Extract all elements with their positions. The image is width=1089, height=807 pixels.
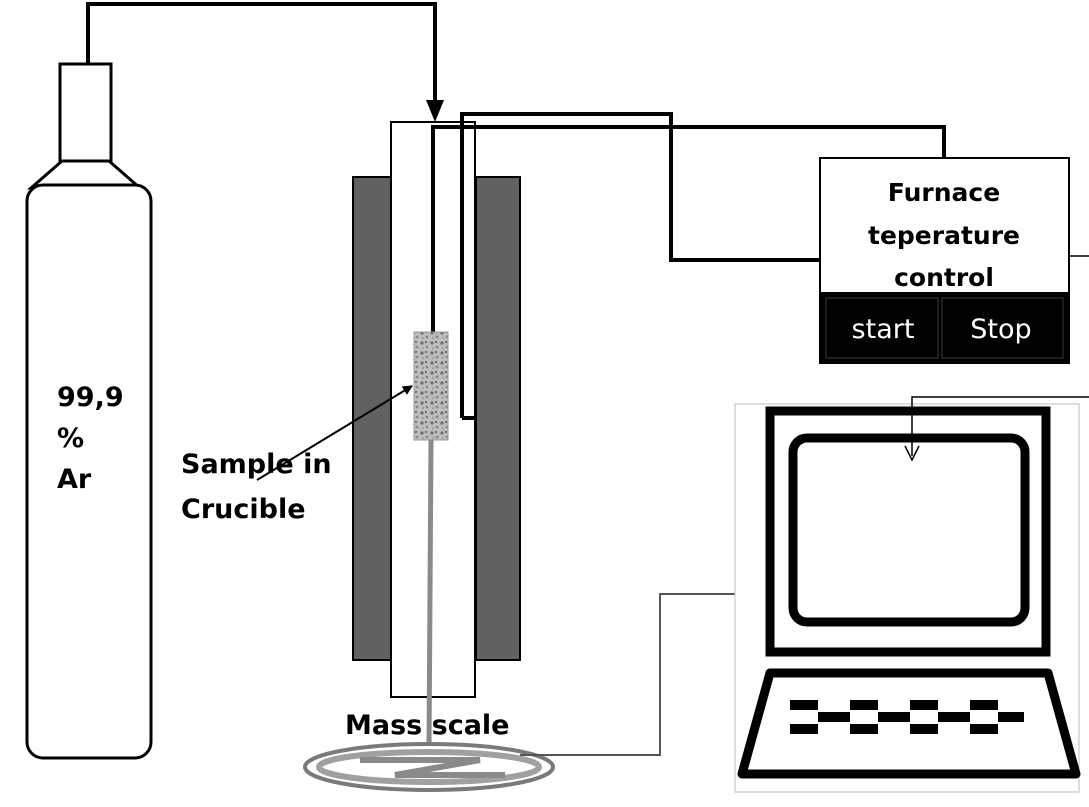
sample-label-line2: Crucible xyxy=(181,494,306,525)
cylinder-label-line2: % xyxy=(57,423,84,454)
gas-supply-line xyxy=(86,2,437,106)
thermocouple-wire xyxy=(460,112,820,418)
start-button-label: start xyxy=(852,314,915,345)
stop-button-label: Stop xyxy=(970,314,1031,345)
computer-keyboard xyxy=(737,668,1081,779)
cylinder-label-line3: Ar xyxy=(57,464,92,495)
furnace-heater-right xyxy=(475,176,521,661)
gas-inlet-arrow xyxy=(426,100,444,122)
cylinder-valve xyxy=(58,62,113,163)
stop-button[interactable]: Stop xyxy=(941,297,1064,359)
controller-title-line1: Furnace xyxy=(888,178,1000,207)
cylinder-label-line1: 99,9 xyxy=(57,382,124,413)
mass-scale-label: Mass scale xyxy=(345,710,510,741)
balance-rod xyxy=(426,439,434,749)
argon-cylinder: 99,9 % Ar xyxy=(25,62,153,760)
temperature-controller: Furnace teperature control start Stop xyxy=(819,157,1089,364)
scale-data-cable xyxy=(520,593,780,756)
mass-scale xyxy=(303,742,555,792)
keyboard-keys xyxy=(790,700,1024,734)
sample-pointer-arrow xyxy=(256,385,413,481)
computer-top-arrow xyxy=(904,445,920,462)
computer-screen xyxy=(788,433,1030,627)
sample-crucible xyxy=(413,331,449,441)
start-button[interactable]: start xyxy=(825,297,939,359)
computer xyxy=(734,403,1081,793)
controller-title-line3: control xyxy=(894,263,994,292)
cylinder-body xyxy=(25,183,153,760)
sample-label-line1: Sample in xyxy=(181,449,332,480)
sample-hanging-wire xyxy=(431,125,946,333)
controller-computer-link xyxy=(911,396,1089,456)
controller-title-line2: teperature xyxy=(868,221,1020,250)
